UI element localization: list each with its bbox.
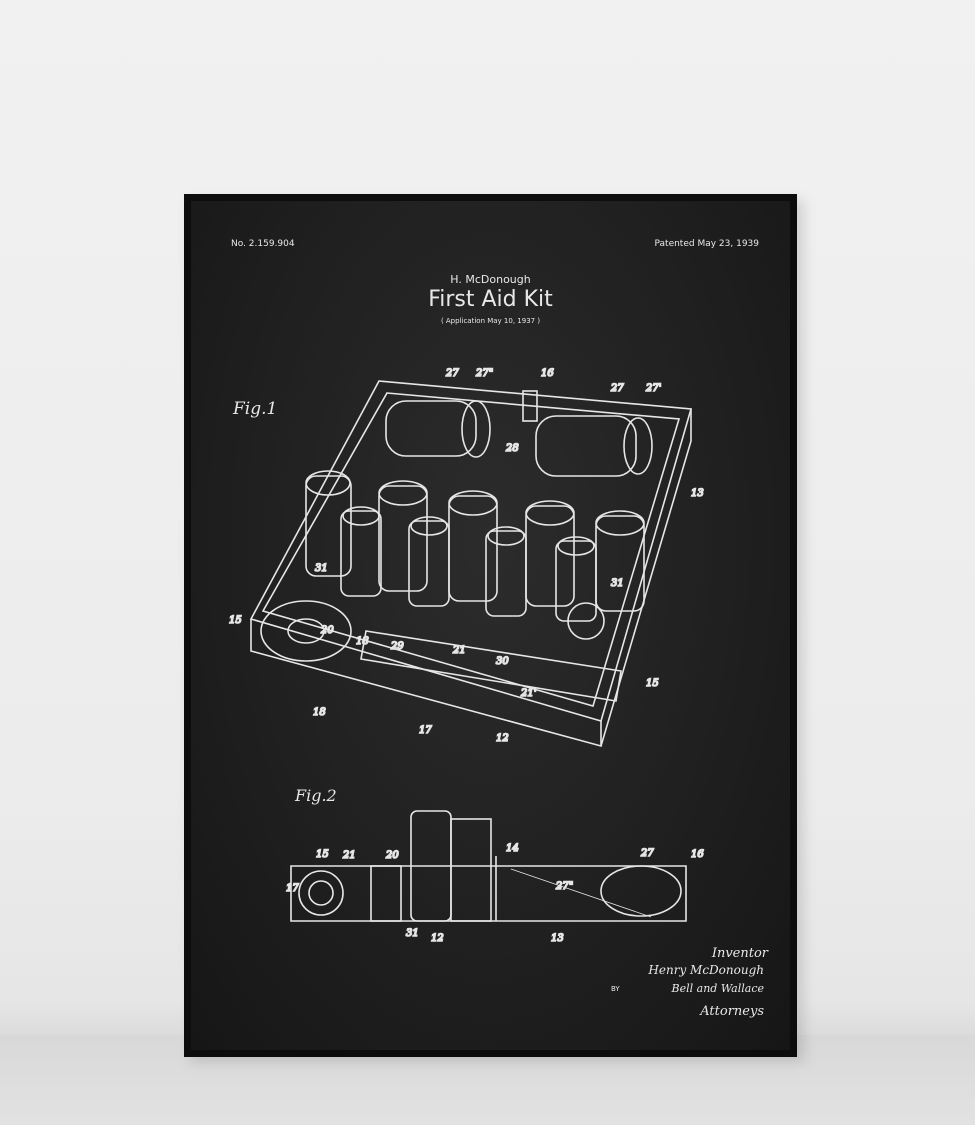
attorneys-label: Attorneys [700,1004,764,1019]
svg-text:12: 12 [496,733,509,744]
svg-text:16: 16 [541,368,554,379]
bottles [305,470,645,622]
poster-title: First Aid Kit [428,287,553,312]
svg-text:31: 31 [611,578,624,589]
attorneys-signature: Bell and Wallace [671,982,764,995]
svg-text:18: 18 [313,707,326,718]
inventor-signature: Henry McDonough [648,963,764,977]
svg-text:12: 12 [431,933,444,944]
svg-text:17: 17 [419,725,432,736]
by-label: BY [611,985,620,993]
svg-text:30: 30 [496,656,509,667]
svg-text:31: 31 [315,563,328,574]
svg-text:18: 18 [356,636,369,647]
inventor-label: Inventor [711,946,768,961]
svg-text:27": 27" [475,368,493,379]
svg-text:20: 20 [385,850,399,861]
svg-text:13: 13 [551,933,564,944]
svg-text:27: 27 [610,383,624,394]
figure-1-kit-drawing [249,380,693,748]
svg-text:21: 21 [452,645,466,656]
figure-2-label: Fig.2 [295,786,337,805]
poster-frame: No. 2.159.904 Patented May 23, 1939 H. M… [184,194,797,1057]
svg-text:21: 21 [342,850,356,861]
svg-text:27": 27" [555,881,573,892]
figure-1-label: Fig.1 [233,399,278,419]
svg-text:15: 15 [229,615,242,626]
svg-text:16: 16 [691,849,704,860]
patent-date: Patented May 23, 1939 [654,239,760,249]
svg-text:27: 27 [640,848,654,859]
inventor-name: H. McDonough [450,273,531,286]
svg-text:21': 21' [520,688,536,699]
svg-text:29: 29 [390,641,404,652]
svg-text:17: 17 [286,883,299,894]
svg-text:27': 27' [645,383,661,394]
patent-number: No. 2.159.904 [231,239,295,249]
svg-text:20: 20 [320,625,334,636]
patent-drawing: 27 27" 16 27 27' 28 13 31 31 15 20 18 29 21 30 15 2… [228,367,705,945]
svg-text:15: 15 [646,678,659,689]
svg-text:15: 15 [316,849,329,860]
figure-2-cross-section [290,810,687,922]
part-number-labels: 27 27" 16 27 27' 28 13 31 31 15 20 18 29 21 30 15 2… [228,367,705,945]
svg-text:27: 27 [445,368,459,379]
svg-text:14: 14 [506,843,519,854]
svg-text:31: 31 [406,928,419,939]
svg-text:28: 28 [505,443,519,454]
patent-poster: No. 2.159.904 Patented May 23, 1939 H. M… [191,201,790,1050]
svg-text:13: 13 [691,488,704,499]
application-date: ( Application May 10, 1937 ) [440,317,541,325]
